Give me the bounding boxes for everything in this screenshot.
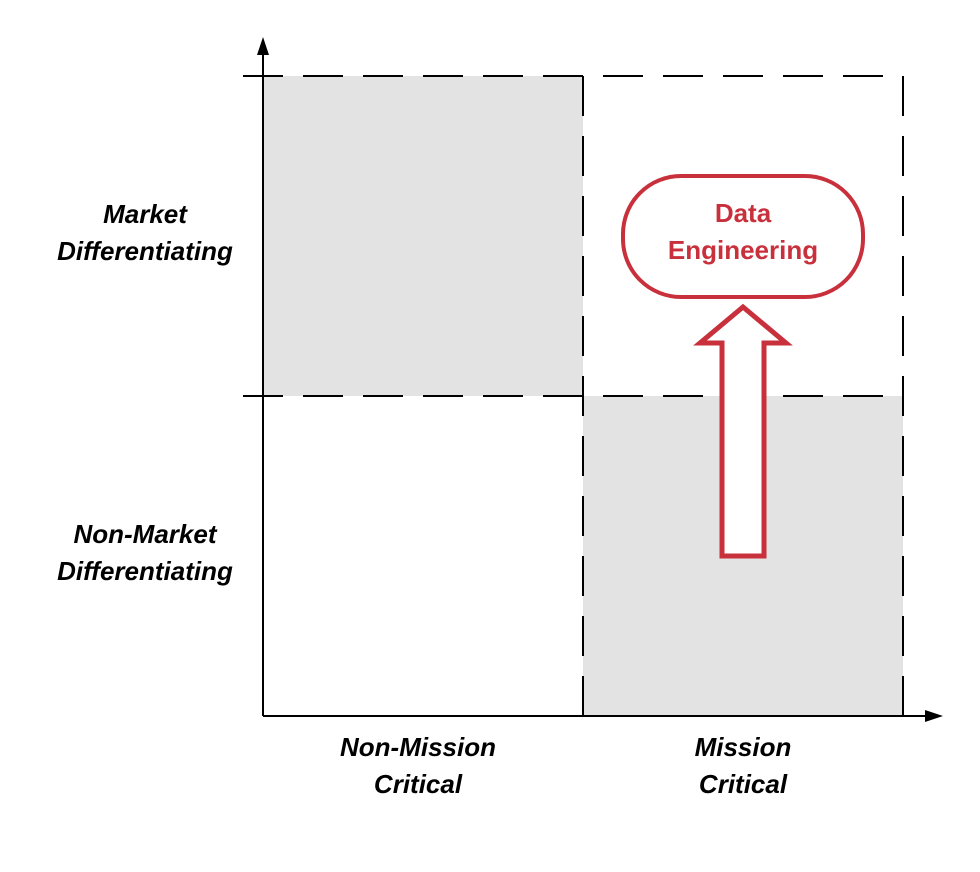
x-label-mission-line1: Mission (694, 732, 792, 762)
data-engineering-line1: Data (714, 198, 772, 228)
data-engineering-label: Data Engineering (622, 195, 864, 269)
x-label-non-mission-line1: Non-Mission (340, 732, 496, 762)
x-label-mission-line2: Critical (698, 769, 788, 799)
y-label-market-line1: Market (103, 199, 187, 229)
x-label-non-mission-line2: Critical (373, 769, 463, 799)
x-label-non-mission-critical: Non-Mission Critical (293, 729, 543, 803)
y-label-market-line2: Differentiating (57, 236, 233, 266)
y-axis-arrow-icon (257, 37, 269, 55)
x-axis-arrow-icon (925, 710, 943, 722)
quadrant-top-left-shaded (263, 76, 583, 396)
y-label-non-market-line1: Non-Market (73, 519, 217, 549)
y-label-non-market-differentiating: Non-Market Differentiating (20, 516, 270, 590)
y-label-market-differentiating: Market Differentiating (20, 196, 270, 270)
y-label-non-market-line2: Differentiating (57, 556, 233, 586)
up-arrow-icon (693, 303, 793, 559)
data-engineering-line2: Engineering (667, 235, 819, 265)
dashed-grid (243, 75, 904, 736)
data-engineering-pill (621, 174, 865, 299)
x-label-mission-critical: Mission Critical (618, 729, 868, 803)
